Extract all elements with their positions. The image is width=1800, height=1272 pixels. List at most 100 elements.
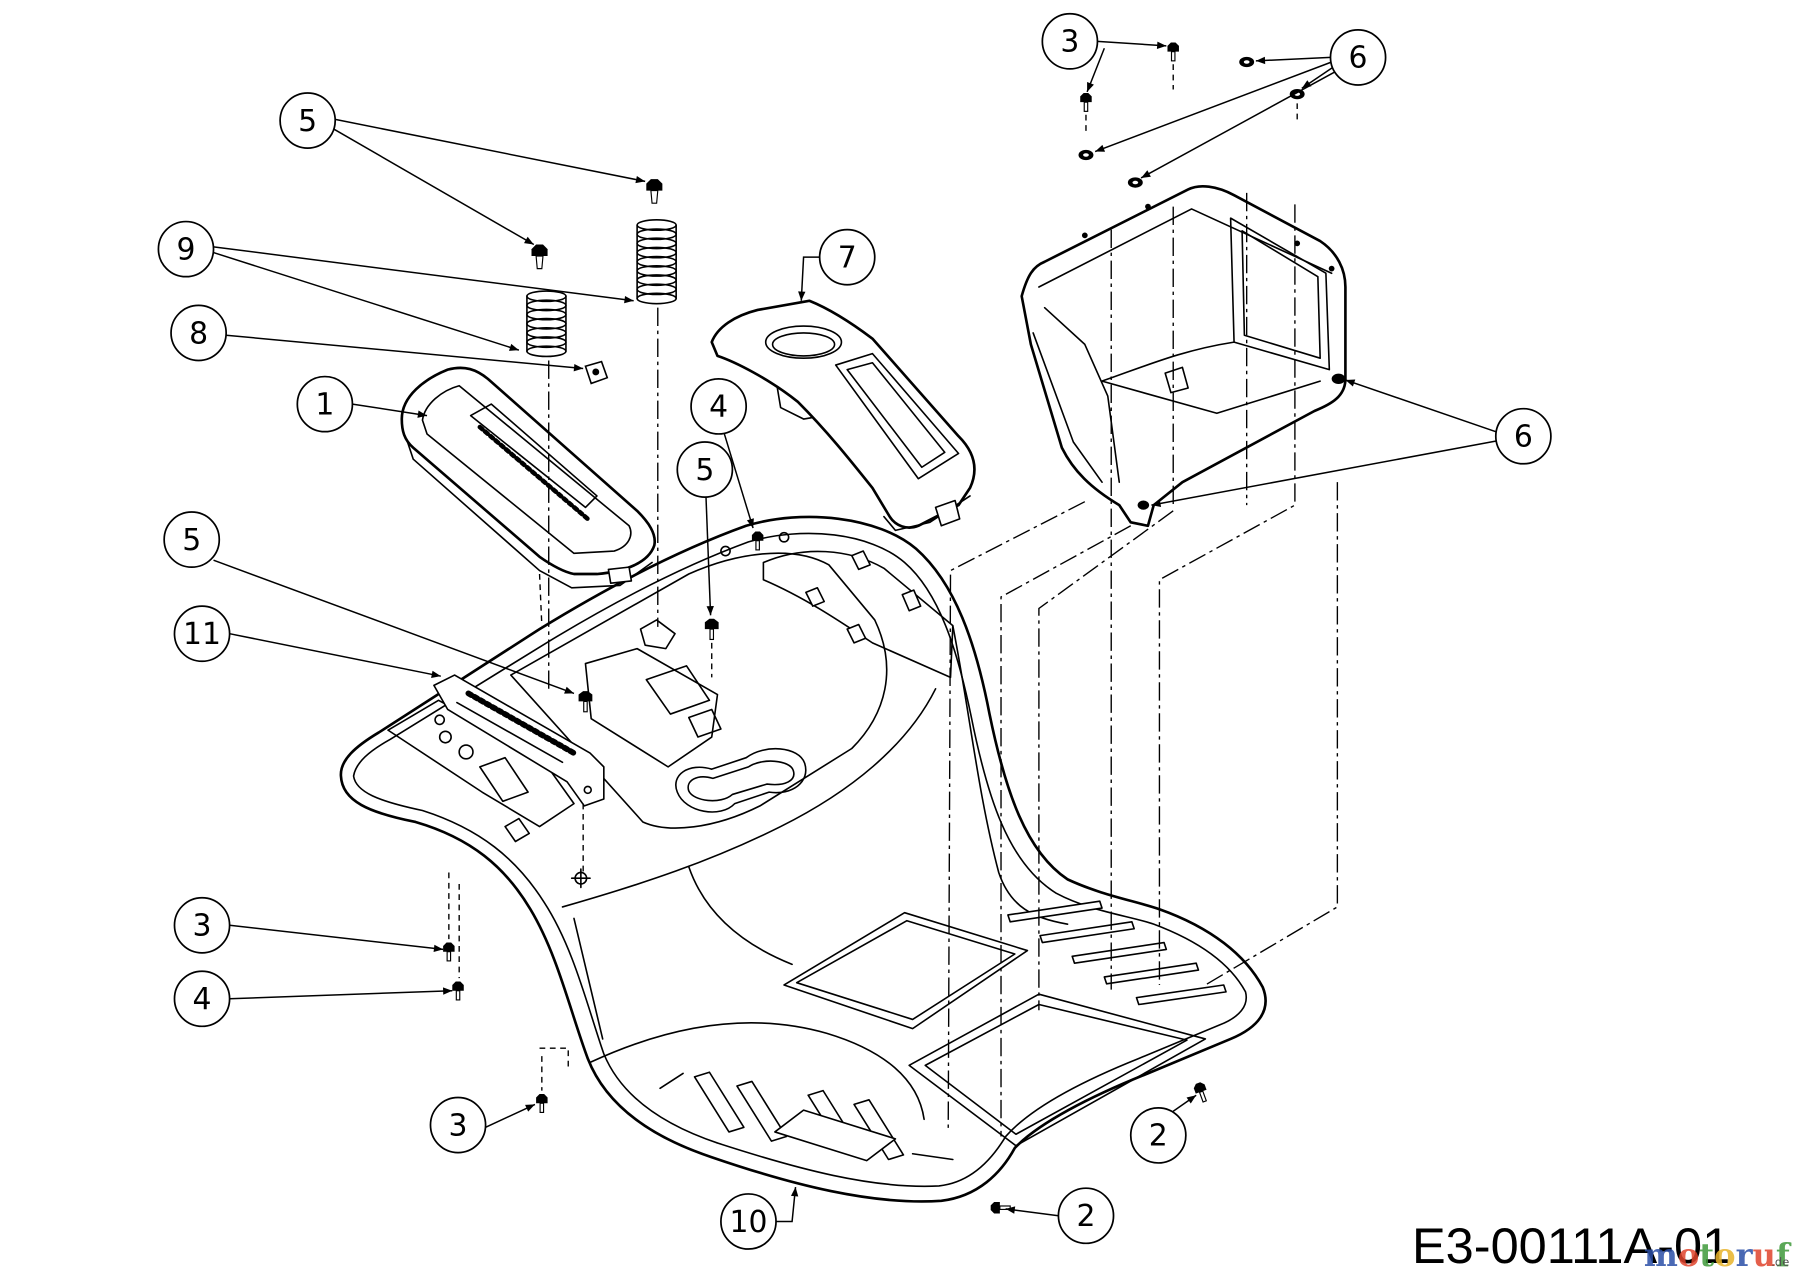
callout-label: 7 bbox=[838, 240, 857, 275]
ledge-clip bbox=[846, 623, 867, 644]
leader-line bbox=[776, 1186, 799, 1223]
watermark-letter: f bbox=[1776, 1236, 1792, 1272]
leader-line bbox=[213, 559, 575, 695]
callout-label: 3 bbox=[193, 909, 212, 944]
bolt bbox=[443, 942, 455, 962]
left-footrest-ribs bbox=[659, 1071, 954, 1162]
bolt bbox=[1167, 42, 1179, 62]
callout-label: 2 bbox=[1076, 1199, 1095, 1234]
assembly-centerlines bbox=[448, 64, 1339, 1137]
watermark-letter: m bbox=[1644, 1236, 1678, 1272]
leader-line bbox=[1255, 56, 1331, 65]
fender-recess bbox=[479, 756, 529, 803]
console-tab bbox=[934, 499, 961, 527]
callout-label: 11 bbox=[183, 617, 221, 652]
fender-tab bbox=[504, 817, 531, 843]
front-opening bbox=[908, 993, 1207, 1147]
callout-bubble: 5 bbox=[279, 92, 337, 149]
leader-line bbox=[213, 251, 520, 351]
watermark-letter: o bbox=[1714, 1236, 1735, 1272]
callout-label: 10 bbox=[729, 1205, 767, 1240]
callout-label: 5 bbox=[182, 523, 201, 558]
leader-line bbox=[1151, 440, 1498, 508]
callout-bubble: 6 bbox=[1329, 28, 1387, 86]
hardware bbox=[443, 42, 1305, 1214]
fender-body bbox=[339, 515, 1267, 1203]
leader-line bbox=[705, 497, 714, 616]
seat-tab bbox=[607, 566, 633, 584]
callout-label: 5 bbox=[695, 453, 714, 488]
footrest-tab bbox=[774, 1109, 897, 1162]
callout-label: 3 bbox=[449, 1108, 468, 1143]
floor-contour bbox=[590, 1021, 925, 1121]
leader-line bbox=[1086, 47, 1106, 93]
bolt bbox=[1193, 1082, 1208, 1103]
armrest-console bbox=[710, 299, 976, 532]
alignment-mark bbox=[570, 868, 591, 889]
watermark-letter: u bbox=[1753, 1236, 1776, 1272]
mount-hole bbox=[778, 531, 790, 543]
tunnel-ridge bbox=[561, 688, 937, 908]
clip bbox=[584, 360, 609, 385]
bolt bbox=[536, 1094, 548, 1114]
mount-hole bbox=[458, 744, 474, 760]
leader-line bbox=[229, 987, 453, 1000]
drawing-number: E3-00111A-01 bbox=[1412, 1217, 1730, 1272]
mount-hole bbox=[720, 545, 731, 557]
callout-bubble: 2 bbox=[1129, 1106, 1187, 1164]
ledge-clip bbox=[850, 550, 871, 571]
leader-line bbox=[485, 1103, 536, 1129]
callout-label: 6 bbox=[1349, 41, 1368, 76]
footplate bbox=[783, 911, 1029, 1030]
callout-bubble: 3 bbox=[429, 1096, 487, 1154]
watermark-letter: o bbox=[1678, 1236, 1699, 1272]
cover-rim bbox=[1038, 208, 1333, 288]
bolt bbox=[531, 244, 548, 270]
leader-line bbox=[352, 403, 428, 418]
leader-line bbox=[226, 334, 584, 372]
seat-deck-contour bbox=[510, 552, 888, 829]
callout-label: 8 bbox=[189, 316, 208, 351]
callout-label: 4 bbox=[193, 982, 212, 1017]
storage-pocket bbox=[834, 352, 960, 480]
leader-line bbox=[332, 127, 535, 246]
callout-bubble: 8 bbox=[170, 304, 228, 362]
seat-pan bbox=[400, 366, 657, 589]
seat-bracket bbox=[433, 674, 605, 807]
leader-line bbox=[1005, 1206, 1059, 1217]
callout-bubble: 2 bbox=[1057, 1187, 1115, 1245]
cover-window bbox=[1229, 217, 1331, 371]
watermark-letter: r bbox=[1736, 1236, 1754, 1272]
bolt bbox=[646, 179, 663, 204]
mount-hole bbox=[434, 714, 446, 726]
leader-line bbox=[1097, 40, 1167, 49]
bolt bbox=[990, 1201, 1011, 1214]
leader-line bbox=[1094, 61, 1332, 153]
bracket-teeth bbox=[465, 690, 577, 756]
leader-line bbox=[229, 924, 444, 953]
left-fender-panel bbox=[387, 699, 575, 828]
bolt bbox=[452, 981, 464, 1001]
callout-label: 9 bbox=[176, 232, 195, 267]
callout-bubble: 5 bbox=[676, 441, 734, 498]
callout-bubble: 7 bbox=[818, 228, 876, 286]
watermark-logo-name: motoruf bbox=[1644, 1236, 1792, 1272]
callout-label: 4 bbox=[709, 390, 728, 425]
nut bbox=[1331, 373, 1346, 385]
spring-right bbox=[636, 219, 677, 305]
leader-line bbox=[335, 118, 646, 184]
spring-left bbox=[526, 290, 567, 358]
bolt bbox=[751, 531, 764, 551]
spring-seat-pad bbox=[639, 619, 676, 650]
callout-bubble: 6 bbox=[1494, 407, 1552, 465]
mount-hole bbox=[438, 730, 452, 744]
callout-bubble: 9 bbox=[157, 220, 215, 278]
callout-bubble: 10 bbox=[720, 1193, 777, 1250]
callout-label: 5 bbox=[298, 104, 317, 139]
watermark-logo: motoruf .de bbox=[1644, 1236, 1792, 1272]
bolt bbox=[578, 691, 593, 713]
leader-line bbox=[1345, 379, 1497, 433]
fender-inner-rim bbox=[352, 532, 1248, 1188]
cover-mount-tab bbox=[1164, 366, 1189, 394]
callout-label: 6 bbox=[1514, 420, 1533, 455]
